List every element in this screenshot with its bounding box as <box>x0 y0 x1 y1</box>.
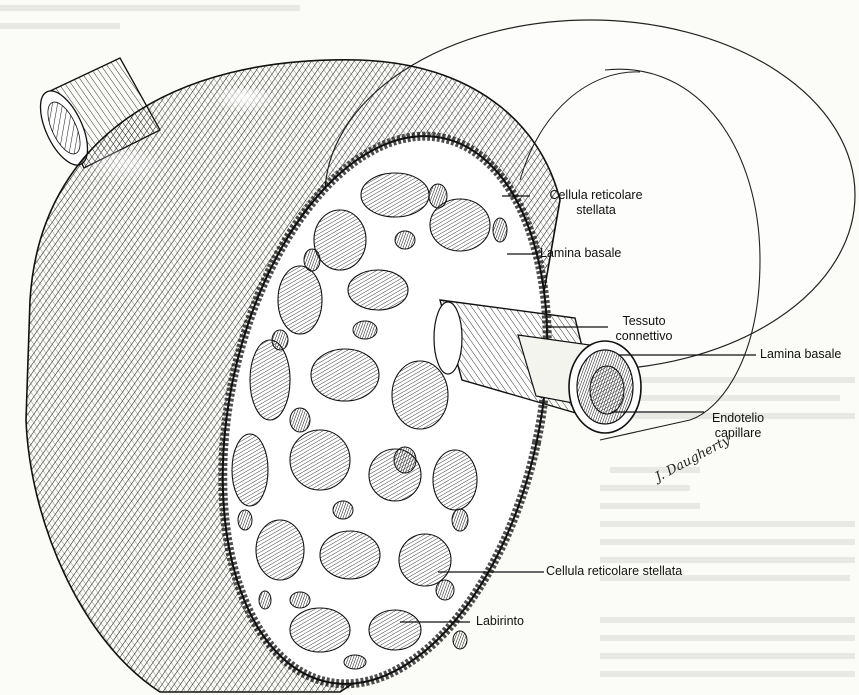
label-lamina-basale-top: Lamina basale <box>540 246 622 260</box>
capillary-tube-left <box>39 57 161 169</box>
label-line-1: Endotelio <box>711 411 765 425</box>
capillary-tube-center <box>433 299 642 434</box>
label-line-1: Tessuto <box>622 314 666 328</box>
label-line-2: stellata <box>576 203 616 217</box>
label-line-2: capillare <box>714 426 762 440</box>
label-lamina-basale-right: Lamina basale <box>760 347 842 361</box>
label-cellula-reticolare-top: Cellula reticolare stellata <box>531 188 661 218</box>
label-line-1: Cellula reticolare <box>549 188 643 202</box>
leader-lines <box>400 195 756 623</box>
cell-nuclei <box>237 183 508 670</box>
cut-face <box>218 131 552 689</box>
label-line-2: connettivo <box>615 329 673 343</box>
label-cellula-reticolare-bottom: Cellula reticolare stellata <box>546 564 683 578</box>
label-endotelio-capillare: Endotelio capillare <box>700 411 776 441</box>
reticular-meshwork <box>231 172 491 653</box>
label-tessuto-connettivo: Tessuto connettivo <box>604 314 684 344</box>
background-page-text <box>0 5 855 677</box>
label-labirinto: Labirinto <box>476 614 524 628</box>
